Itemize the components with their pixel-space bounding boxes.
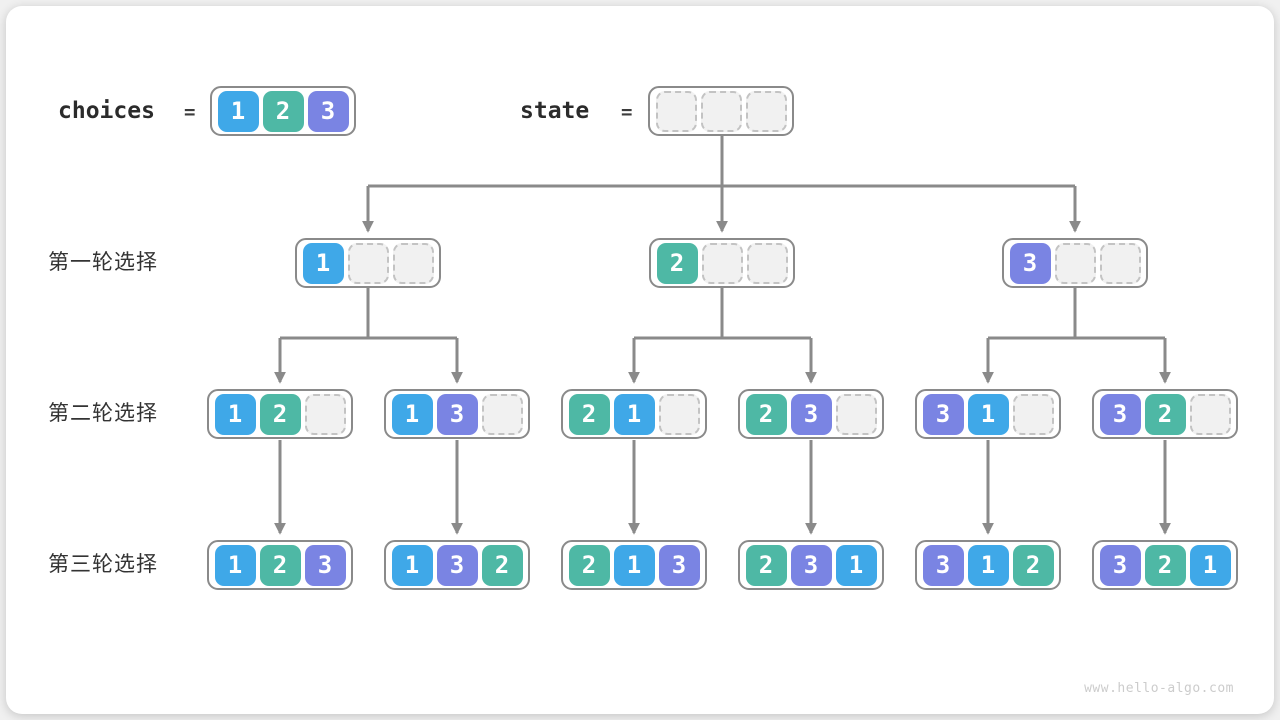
cell-empty (746, 242, 788, 284)
cell-1: 1 (214, 393, 256, 435)
cell-empty (1189, 393, 1231, 435)
cell-empty (304, 393, 346, 435)
cell-1: 1 (302, 242, 344, 284)
cell-2: 2 (1144, 393, 1186, 435)
cell-2: 2 (1012, 544, 1054, 586)
watermark: www.hello-algo.com (1084, 681, 1234, 696)
cell-2: 2 (568, 393, 610, 435)
cell-1: 1 (1189, 544, 1231, 586)
round-2-label: 第二轮选择 (48, 402, 158, 425)
cell-3: 3 (436, 393, 478, 435)
cell-2: 2 (745, 544, 787, 586)
cell-empty (835, 393, 877, 435)
cell-2: 2 (259, 393, 301, 435)
cell-1: 1 (967, 393, 1009, 435)
round-1-label: 第一轮选择 (48, 251, 158, 274)
choices-label: choices (58, 98, 155, 124)
cell-2: 2 (568, 544, 610, 586)
cell-1: 1 (217, 90, 259, 132)
cell-3: 3 (436, 544, 478, 586)
choices-equals-sign: = (184, 101, 196, 123)
state-equals-sign: = (621, 101, 633, 123)
cell-empty (701, 242, 743, 284)
cell-empty (1012, 393, 1054, 435)
cell-3: 3 (658, 544, 700, 586)
cell-empty (700, 90, 742, 132)
cell-1: 1 (613, 544, 655, 586)
cell-1: 1 (835, 544, 877, 586)
cell-2: 2 (656, 242, 698, 284)
cell-empty (1099, 242, 1141, 284)
cell-2: 2 (1144, 544, 1186, 586)
cell-empty (481, 393, 523, 435)
cell-empty (655, 90, 697, 132)
tree-node-r1-3: 3 (1002, 238, 1148, 288)
cell-3: 3 (304, 544, 346, 586)
cell-3: 3 (1009, 242, 1051, 284)
cell-1: 1 (967, 544, 1009, 586)
tree-node-r1-1: 1 (295, 238, 441, 288)
cell-3: 3 (790, 393, 832, 435)
cell-1: 1 (214, 544, 256, 586)
cell-3: 3 (1099, 393, 1141, 435)
cell-2: 2 (259, 544, 301, 586)
state-array (648, 86, 794, 136)
cell-empty (745, 90, 787, 132)
cell-empty (392, 242, 434, 284)
cell-empty (347, 242, 389, 284)
state-label: state (520, 98, 590, 124)
cell-2: 2 (481, 544, 523, 586)
cell-empty (1054, 242, 1096, 284)
cell-3: 3 (922, 393, 964, 435)
tree-node-r1-2: 2 (649, 238, 795, 288)
cell-3: 3 (790, 544, 832, 586)
cell-1: 1 (613, 393, 655, 435)
cell-1: 1 (391, 544, 433, 586)
cell-3: 3 (922, 544, 964, 586)
cell-1: 1 (391, 393, 433, 435)
cell-3: 3 (1099, 544, 1141, 586)
cell-2: 2 (262, 90, 304, 132)
cell-empty (658, 393, 700, 435)
cell-3: 3 (307, 90, 349, 132)
cell-2: 2 (745, 393, 787, 435)
round-3-label: 第三轮选择 (48, 553, 158, 576)
